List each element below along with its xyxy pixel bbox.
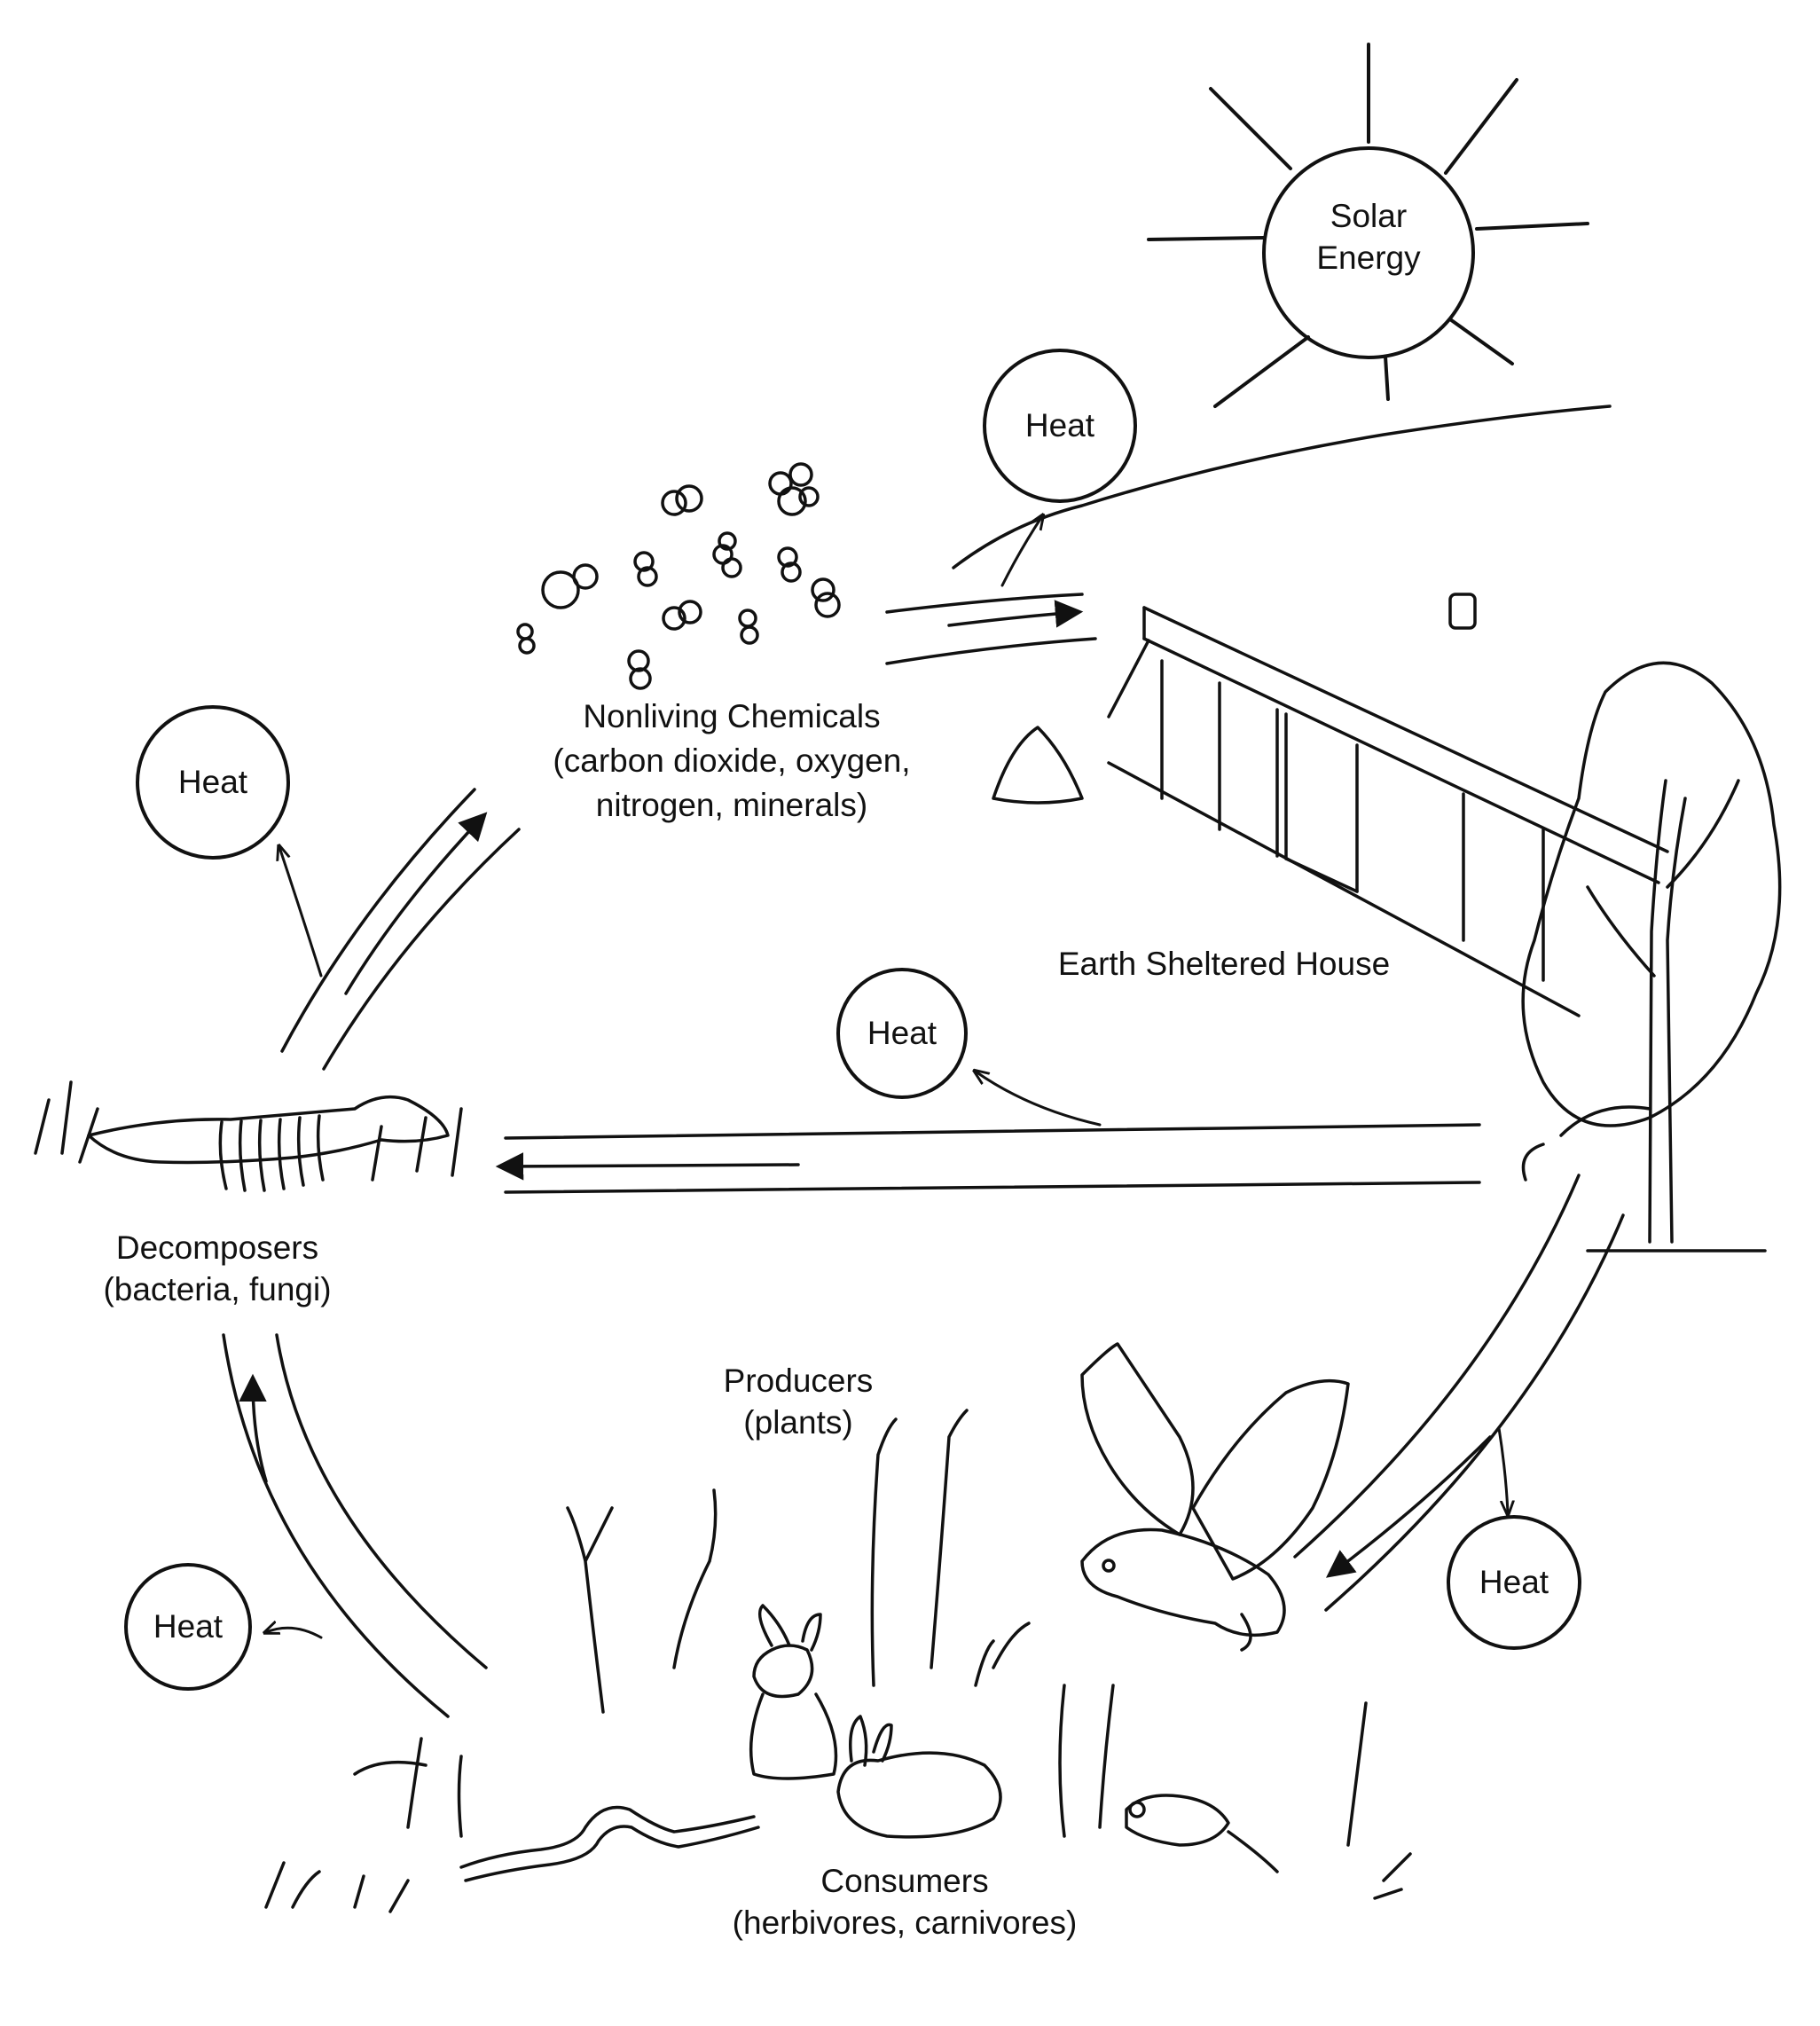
carcass-icon	[34, 1080, 463, 1192]
heat-label-middle: Heat	[867, 1015, 937, 1051]
nonliving-line-3: nitrogen, minerals)	[595, 787, 868, 823]
nonliving-line-1: Nonliving Chemicals	[583, 698, 881, 734]
flow-consumers-to-decomposers	[222, 1333, 488, 1718]
heat-arrow-bottom-right	[1497, 1426, 1508, 1513]
molecules-icon	[516, 462, 841, 690]
heat-label-left: Heat	[177, 764, 248, 800]
heat-circle-left	[136, 705, 290, 860]
flow-producers-to-decomposers	[495, 1123, 1481, 1194]
solar-line-2: Energy	[1316, 240, 1421, 276]
plants-icon	[264, 1409, 1412, 1913]
heat-label-bottom-right: Heat	[1479, 1564, 1549, 1600]
producers-line-2: (plants)	[743, 1404, 853, 1441]
flow-chemicals-to-producers	[885, 593, 1097, 665]
owl-icon	[1080, 1342, 1350, 1652]
consumers-line-2: (herbivores, carnivores)	[732, 1904, 1078, 1941]
solar-line-1: Solar	[1330, 198, 1408, 234]
producers-line-1: Producers	[723, 1362, 874, 1399]
heat-arrow-middle	[976, 1072, 1102, 1127]
heat-arrow-top	[1000, 516, 1042, 587]
heat-label-bottom-left: Heat	[153, 1608, 224, 1645]
heat-circle-bottom-right	[1447, 1515, 1581, 1650]
decomposers-line-2: (bacteria, fungi)	[103, 1271, 332, 1307]
decomposers-label: Decomposers (bacteria, fungi)	[71, 1227, 364, 1310]
heat-label-top: Heat	[1024, 407, 1095, 444]
flow-producers-to-consumers	[1293, 1174, 1625, 1612]
heat-circle-bottom-left	[124, 1563, 252, 1691]
nonliving-chemicals-label: Nonliving Chemicals (carbon dioxide, oxy…	[532, 695, 931, 828]
decomposers-line-1: Decomposers	[115, 1229, 319, 1266]
tree-icon	[1521, 661, 1782, 1253]
heat-arrow-bottom-left	[266, 1628, 323, 1639]
solar-energy-label: Solar Energy	[1280, 195, 1457, 279]
heat-circle-middle	[836, 968, 968, 1099]
earth-sheltered-house-icon	[952, 404, 1669, 1017]
snake-icon	[459, 1805, 760, 1882]
heat-arrow-left	[279, 847, 323, 978]
mouse-icon	[1125, 1794, 1279, 1873]
nonliving-line-2: (carbon dioxide, oxygen,	[553, 742, 911, 779]
sun-icon	[1147, 43, 1589, 408]
earth-sheltered-house-label: Earth Sheltered House	[1057, 946, 1391, 982]
consumers-label: Consumers (herbivores, carnivores)	[705, 1860, 1104, 1944]
producers-label: Producers (plants)	[683, 1360, 914, 1443]
flow-decomposers-to-chemicals	[280, 788, 521, 1071]
heat-circle-top	[983, 349, 1137, 503]
rabbit-icon	[836, 1715, 1002, 1839]
consumers-line-1: Consumers	[820, 1863, 989, 1899]
rabbit-icon	[749, 1604, 838, 1780]
